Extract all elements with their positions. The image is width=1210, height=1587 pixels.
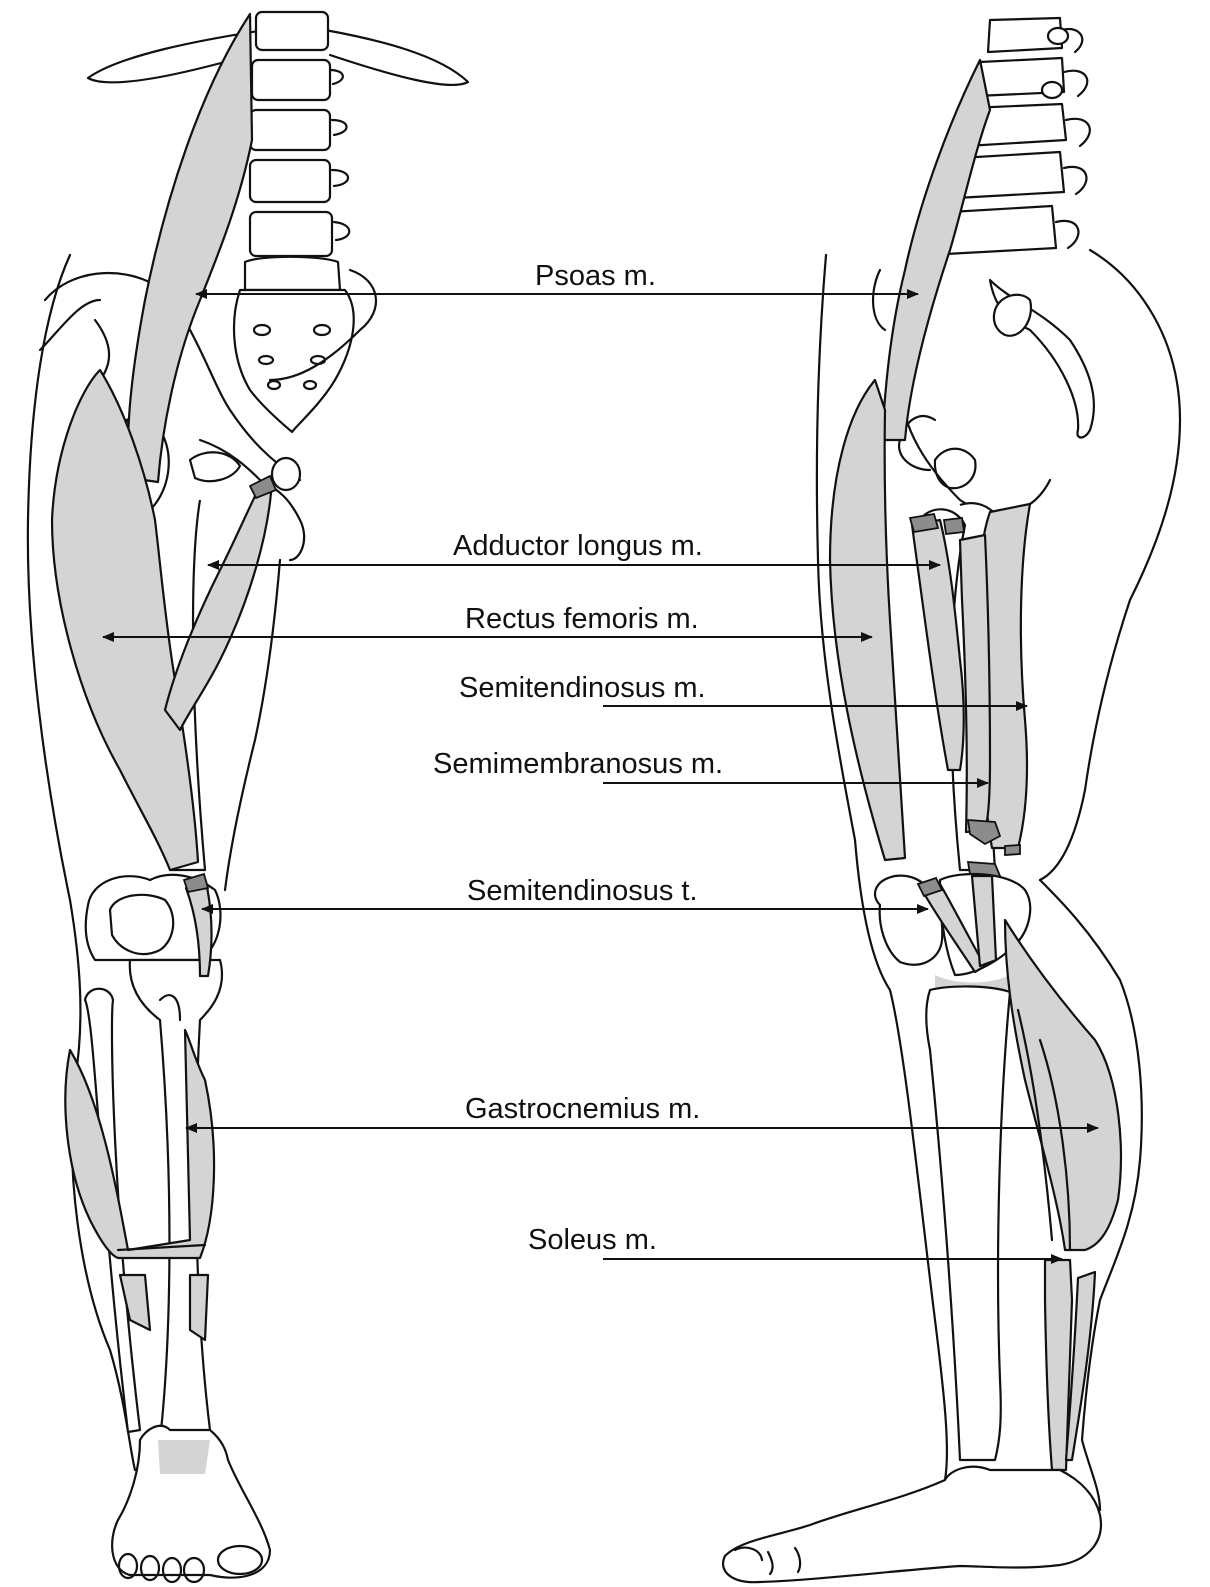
label-semitendinosus-t: Semitendinosus t. xyxy=(202,875,928,909)
label-rectus-femoris-text: Rectus femoris m. xyxy=(465,603,699,635)
psoas-muscle-anterior xyxy=(128,14,252,482)
gastrocnemius-anterior xyxy=(65,1030,214,1258)
label-semitendinosus-t-text: Semitendinosus t. xyxy=(467,875,698,907)
sacrum-anterior xyxy=(234,290,354,432)
lateral-view-figure xyxy=(723,18,1180,1582)
iliac-crest-right xyxy=(325,30,468,85)
rectus-femoris-lateral xyxy=(830,380,905,860)
adductor-longus-lateral xyxy=(912,520,964,770)
label-psoas-text: Psoas m. xyxy=(535,260,656,292)
lumbar-spine-anterior xyxy=(245,12,349,290)
foot-lateral xyxy=(723,1467,1101,1582)
label-soleus-text: Soleus m. xyxy=(528,1224,657,1256)
tibia-lateral xyxy=(926,986,1010,1460)
gastrocnemius-lateral xyxy=(1005,920,1121,1250)
label-semimembranosus: Semimembranosus m. xyxy=(433,748,988,783)
label-semitendinosus-m-text: Semitendinosus m. xyxy=(459,672,706,704)
anterior-view-figure xyxy=(28,12,468,1582)
patella xyxy=(110,895,173,954)
label-adductor-longus-text: Adductor longus m. xyxy=(453,530,703,562)
label-semimembranosus-text: Semimembranosus m. xyxy=(433,748,723,780)
acetabulum-lateral xyxy=(935,449,976,488)
label-gastrocnemius-text: Gastrocnemius m. xyxy=(465,1093,700,1125)
